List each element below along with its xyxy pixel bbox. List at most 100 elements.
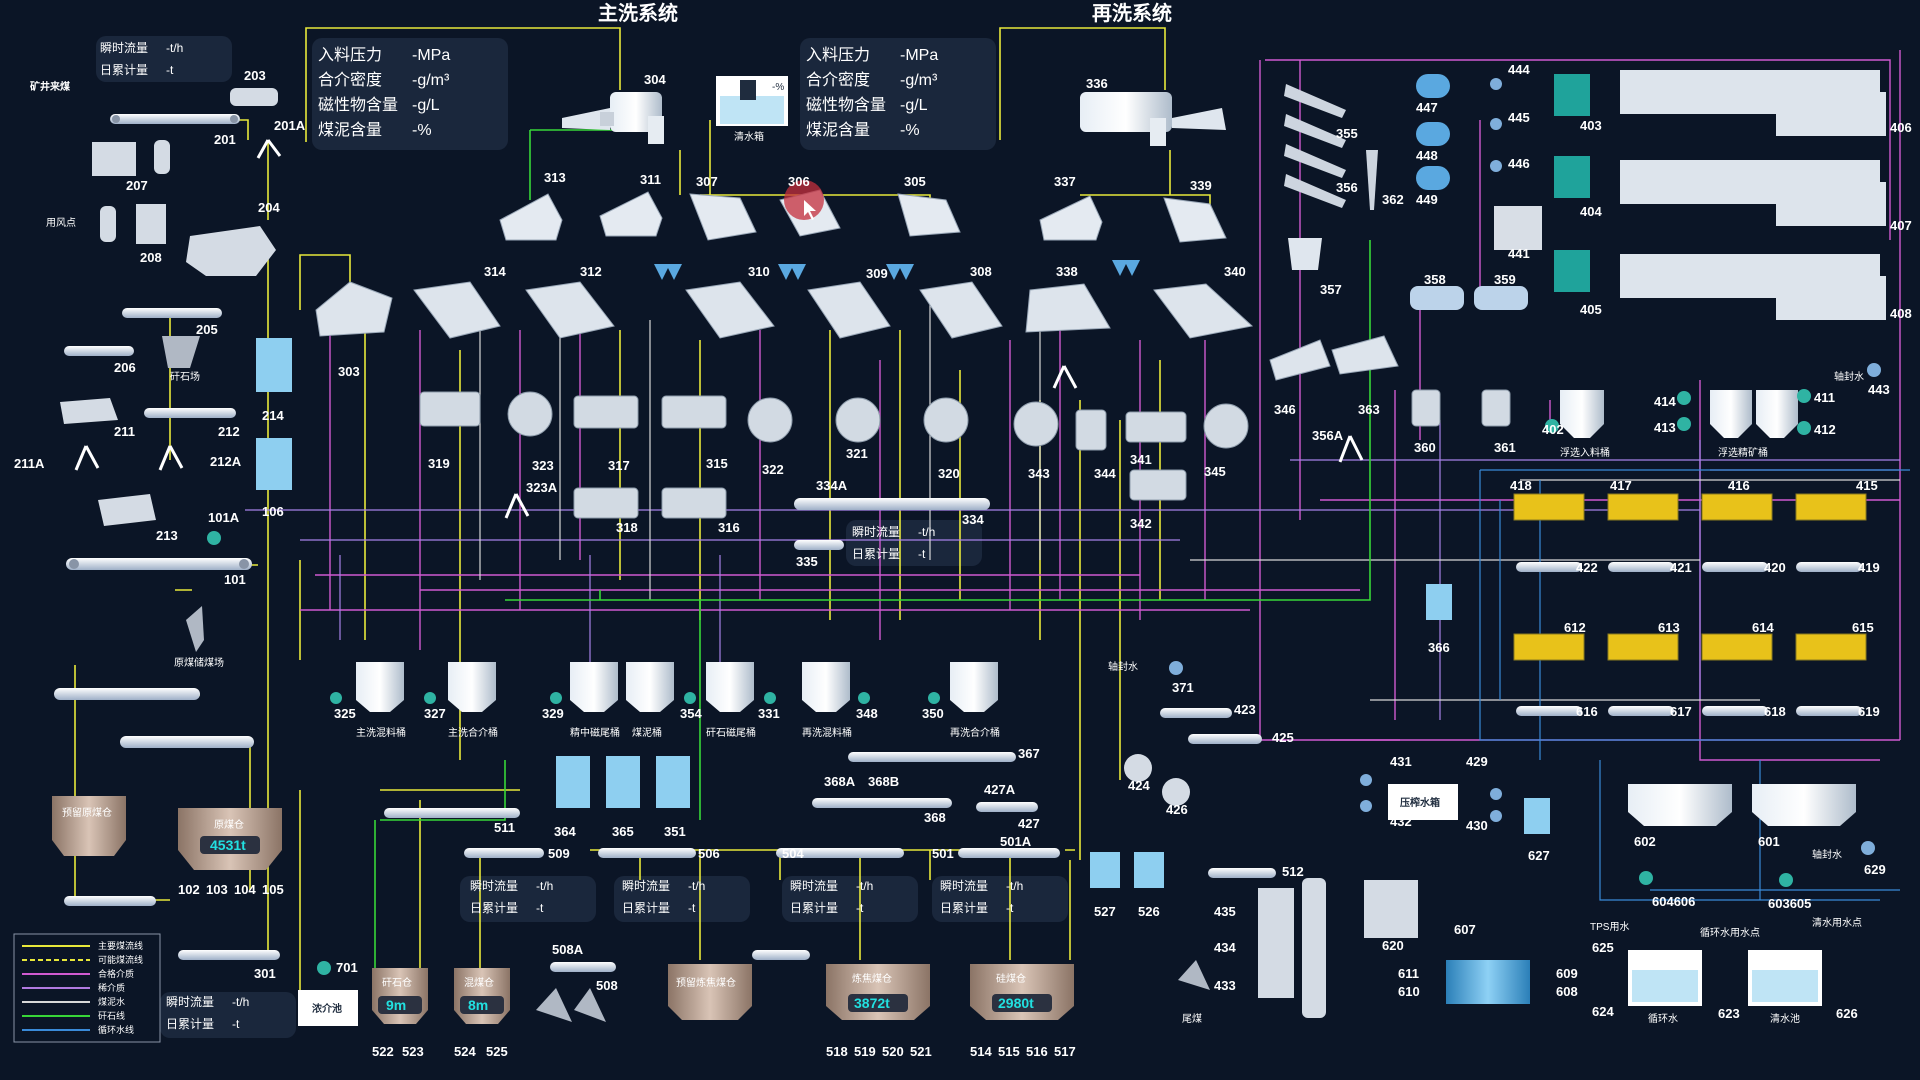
- centrifuge-319[interactable]: [419, 391, 481, 427]
- cyclone-304[interactable]: [562, 92, 664, 144]
- screen-311[interactable]: [599, 191, 663, 237]
- conveyor-619[interactable]: [1796, 706, 1862, 716]
- conveyor-301[interactable]: [178, 950, 280, 960]
- tank-flot-conc-1[interactable]: [1710, 390, 1752, 438]
- chute-323A[interactable]: [504, 493, 530, 519]
- conveyor-silo[interactable]: [64, 896, 156, 906]
- pump-444[interactable]: [1490, 78, 1502, 90]
- conveyor-427[interactable]: [976, 802, 1038, 812]
- conveyor-101[interactable]: [66, 558, 252, 570]
- conveyor-212[interactable]: [144, 408, 236, 418]
- pump-413[interactable]: [1677, 417, 1691, 431]
- tank-329[interactable]: [570, 662, 618, 712]
- screen-337[interactable]: [1039, 195, 1103, 241]
- pump-604606[interactable]: [1639, 871, 1653, 885]
- pump-432[interactable]: [1360, 800, 1372, 812]
- thickener-602[interactable]: [1628, 784, 1732, 826]
- chute-356A[interactable]: [1338, 435, 1364, 463]
- centrifuge-317[interactable]: [573, 395, 639, 429]
- centrifuge-316[interactable]: [661, 487, 727, 519]
- conveyor-334[interactable]: [794, 498, 990, 510]
- centrifuge-360[interactable]: [1411, 389, 1441, 427]
- screen-312[interactable]: [525, 281, 615, 339]
- conveyor-raw-2[interactable]: [120, 736, 254, 748]
- screen-309[interactable]: [807, 281, 891, 339]
- screen-303[interactable]: [315, 281, 393, 337]
- chute-212A[interactable]: [158, 445, 184, 471]
- pump-430[interactable]: [1490, 810, 1502, 822]
- unit-203[interactable]: [230, 88, 278, 106]
- pump-414[interactable]: [1677, 391, 1691, 405]
- unit-207b[interactable]: [154, 140, 170, 174]
- filter-613[interactable]: [1607, 633, 1679, 661]
- pump-348[interactable]: [858, 692, 870, 704]
- conveyor-201[interactable]: [110, 114, 240, 124]
- centrifuge-342[interactable]: [1129, 469, 1187, 501]
- centrifuge-343[interactable]: [1013, 401, 1059, 447]
- screen-305[interactable]: [897, 193, 961, 237]
- centrifuge-345[interactable]: [1203, 403, 1249, 449]
- conveyor-511[interactable]: [384, 808, 520, 818]
- chute-211A[interactable]: [74, 445, 100, 471]
- centrifuge-323[interactable]: [507, 391, 553, 437]
- cyclone-336[interactable]: [1080, 92, 1226, 146]
- crusher-213[interactable]: [98, 494, 156, 526]
- conveyor-618[interactable]: [1702, 706, 1768, 716]
- pump-402[interactable]: [1545, 419, 1559, 433]
- pump-411[interactable]: [1797, 389, 1811, 403]
- conveyor-616[interactable]: [1516, 706, 1582, 716]
- pump-445[interactable]: [1490, 118, 1502, 130]
- screen-314[interactable]: [413, 281, 501, 339]
- tank-354[interactable]: [706, 662, 754, 712]
- screen-339[interactable]: [1163, 197, 1227, 243]
- screen-363[interactable]: [1331, 335, 1399, 375]
- unit-433-435[interactable]: [1258, 888, 1294, 998]
- tank-426[interactable]: [1162, 778, 1190, 806]
- filter-416[interactable]: [1701, 493, 1773, 521]
- conveyor-368[interactable]: [812, 798, 952, 808]
- thickener-601[interactable]: [1752, 784, 1856, 826]
- conveyor-502[interactable]: [752, 950, 810, 960]
- pump-446[interactable]: [1490, 160, 1502, 172]
- conveyor-420[interactable]: [1702, 562, 1768, 572]
- centrifuge-322[interactable]: [747, 397, 793, 443]
- screen-346[interactable]: [1269, 339, 1331, 381]
- pump-431[interactable]: [1360, 774, 1372, 786]
- conveyor-506[interactable]: [598, 848, 696, 858]
- pump-429[interactable]: [1490, 788, 1502, 800]
- pump-327[interactable]: [424, 692, 436, 704]
- pump-331[interactable]: [764, 692, 776, 704]
- pump-412[interactable]: [1797, 421, 1811, 435]
- conveyor-617[interactable]: [1608, 706, 1674, 716]
- conveyor-423[interactable]: [1160, 708, 1232, 718]
- pump-329[interactable]: [550, 692, 562, 704]
- pump-371[interactable]: [1169, 661, 1183, 675]
- tank-607[interactable]: [1446, 960, 1530, 1004]
- centrifuge-318[interactable]: [573, 487, 639, 519]
- conc-medium-pool[interactable]: [298, 990, 358, 1026]
- conveyor-504[interactable]: [776, 848, 904, 858]
- conveyor-raw-1[interactable]: [54, 688, 200, 700]
- filter-612[interactable]: [1513, 633, 1585, 661]
- pump-443[interactable]: [1867, 363, 1881, 377]
- pump-101A[interactable]: [207, 531, 221, 545]
- centrifuge-321[interactable]: [835, 397, 881, 443]
- conveyor-509[interactable]: [464, 848, 544, 858]
- tank-slime[interactable]: [626, 662, 674, 712]
- filter-615[interactable]: [1795, 633, 1867, 661]
- conveyor-501[interactable]: [958, 848, 1060, 858]
- centrifuge-361[interactable]: [1481, 389, 1511, 427]
- centrifuge-341[interactable]: [1125, 411, 1187, 443]
- unit-208[interactable]: [136, 204, 166, 244]
- tank-358[interactable]: [1410, 286, 1464, 310]
- tank-447[interactable]: [1416, 74, 1450, 98]
- column-stack[interactable]: [1302, 878, 1326, 1018]
- flotation-405[interactable]: [1554, 250, 1590, 292]
- pump-603605[interactable]: [1779, 873, 1793, 887]
- tank-449[interactable]: [1416, 166, 1450, 190]
- filter-415[interactable]: [1795, 493, 1867, 521]
- bin-reserve-coking[interactable]: [668, 964, 752, 1020]
- raw-coal-pile[interactable]: [186, 606, 204, 652]
- unit-441[interactable]: [1494, 206, 1542, 250]
- screen-313[interactable]: [499, 193, 563, 241]
